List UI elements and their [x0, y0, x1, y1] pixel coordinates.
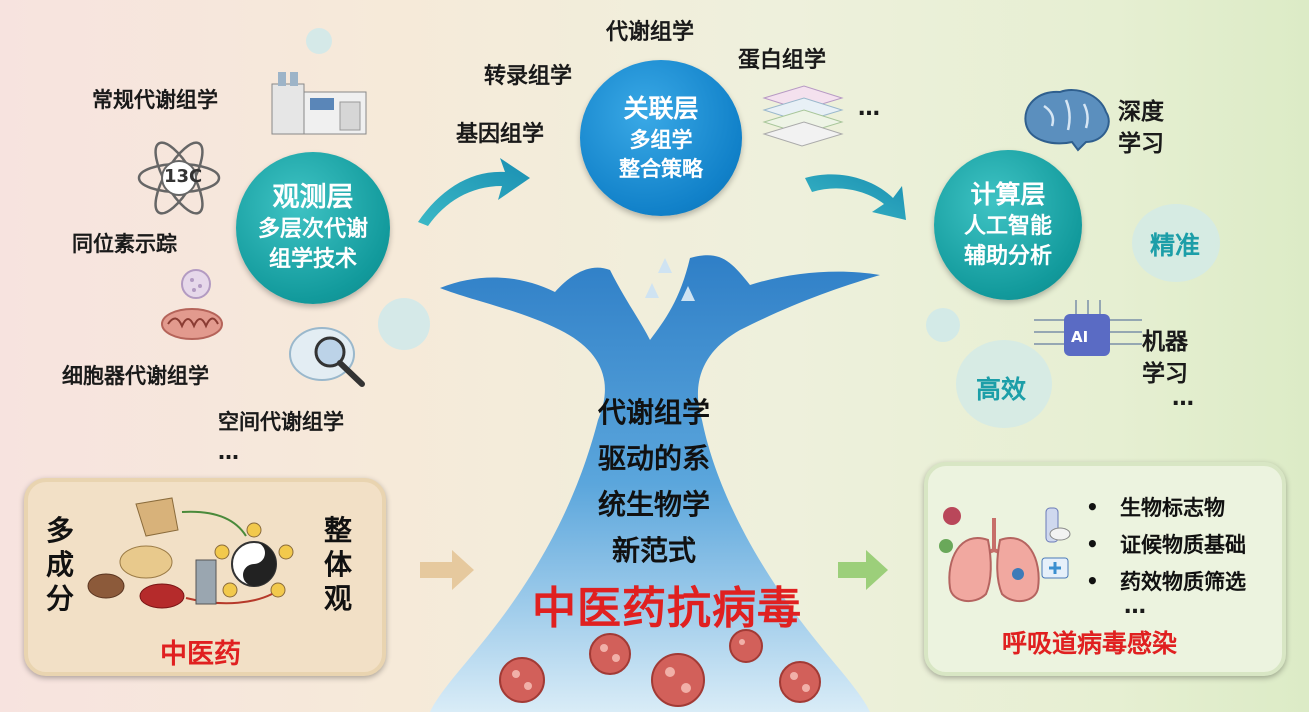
- bullet-text-biomarker: 生物标志物: [1120, 495, 1225, 520]
- lungs-illustration: [939, 507, 1071, 603]
- label-metabolomics: 代谢组学: [606, 20, 695, 45]
- association-layer-circle: 关联层 多组学 整合策略: [580, 60, 742, 216]
- label-observation-ellipsis: …: [218, 440, 239, 464]
- outcome-ellipsis: …: [1124, 594, 1146, 619]
- curved-arrow-left: [418, 158, 530, 226]
- atom-icon: [137, 141, 221, 215]
- brain-icon: [1024, 89, 1110, 152]
- label-spatial-metabolomics: 空间代谢组学: [218, 410, 344, 434]
- virus-icons: [499, 629, 821, 707]
- label-genomics: 基因组学: [456, 122, 545, 147]
- center-line2: 驱动的系: [597, 442, 710, 475]
- mass-spectrometer-icon: [271, 72, 367, 135]
- computation-layer-title: 计算层: [970, 180, 1046, 209]
- label-association-ellipsis: …: [858, 96, 880, 121]
- center-line3: 统生物学: [597, 488, 710, 521]
- label-precise: 精准: [1150, 231, 1201, 260]
- magnifier-cell-icon: [289, 327, 365, 387]
- bullet-dot: •: [1086, 531, 1099, 556]
- ai-chip-label: AI: [1071, 328, 1089, 346]
- outcome-bullet-item: • 药效物质筛选: [1086, 562, 1246, 599]
- curved-arrow-right: [805, 174, 906, 220]
- label-machine: 机器: [1142, 329, 1188, 355]
- label-computation-ellipsis: …: [1172, 386, 1194, 411]
- label-deep: 深度: [1118, 99, 1164, 125]
- bullet-dot: •: [1086, 494, 1099, 519]
- isotope-label: 13C: [164, 166, 203, 187]
- bullet-dot: •: [1086, 568, 1099, 593]
- outcome-bullet-item: • 生物标志物: [1086, 488, 1246, 525]
- bullet-text-syndrome-basis: 证候物质基础: [1120, 532, 1246, 557]
- label-deep-learning: 学习: [1118, 131, 1164, 157]
- center-line4: 新范式: [611, 534, 696, 567]
- bubble-efficient: [956, 340, 1052, 428]
- bubble: [378, 298, 430, 350]
- tcm-title: 中医药: [160, 639, 241, 670]
- computation-layer-circle: 计算层 人工智能 辅助分析: [934, 150, 1082, 300]
- label-efficient: 高效: [976, 375, 1027, 404]
- label-machine-learning: 学习: [1142, 361, 1188, 387]
- main-title: 中医药抗病毒: [532, 583, 802, 634]
- bubble: [926, 308, 960, 342]
- observation-layer-circle: 观测层 多层次代谢 组学技术: [236, 152, 390, 304]
- computation-layer-line1: 人工智能: [963, 214, 1052, 239]
- association-layer-line2: 整合策略: [619, 157, 703, 181]
- center-line1: 代谢组学: [597, 396, 710, 429]
- center-paradigm-text: 代谢组学 驱动的系 统生物学 新范式: [574, 390, 734, 574]
- organelle-icon: [161, 269, 223, 340]
- association-layer-title: 关联层: [623, 94, 699, 123]
- bullet-text-efficacy-screening: 药效物质筛选: [1120, 569, 1246, 594]
- observation-layer-line2: 组学技术: [268, 247, 357, 272]
- label-organelle-metabolomics: 细胞器代谢组学: [62, 364, 209, 388]
- outcome-bullet-list: • 生物标志物 • 证候物质基础 • 药效物质筛选: [1086, 488, 1246, 599]
- label-transcriptomics: 转录组学: [484, 64, 573, 89]
- observation-layer-line1: 多层次代谢: [257, 217, 368, 242]
- label-isotope-tracing: 同位素示踪: [72, 232, 177, 256]
- observation-layer-title: 观测层: [272, 182, 354, 213]
- herbs-yinyang-illustration: [87, 497, 294, 609]
- bubble: [306, 28, 332, 54]
- association-layer-line1: 多组学: [629, 128, 693, 152]
- tcm-right-vertical: 整体观: [324, 514, 353, 615]
- bubble-precise: [1132, 204, 1220, 282]
- ai-chip-icon: [1034, 300, 1142, 356]
- label-proteomics: 蛋白组学: [738, 48, 827, 73]
- layered-data-icon: [762, 85, 844, 147]
- tcm-left-vertical: 多成分: [46, 514, 75, 615]
- computation-layer-line2: 辅助分析: [963, 244, 1052, 269]
- label-conventional-metabolomics: 常规代谢组学: [92, 88, 218, 112]
- outcome-title: 呼吸道病毒感染: [1002, 629, 1178, 658]
- outcome-bullet-item: • 证候物质基础: [1086, 525, 1246, 562]
